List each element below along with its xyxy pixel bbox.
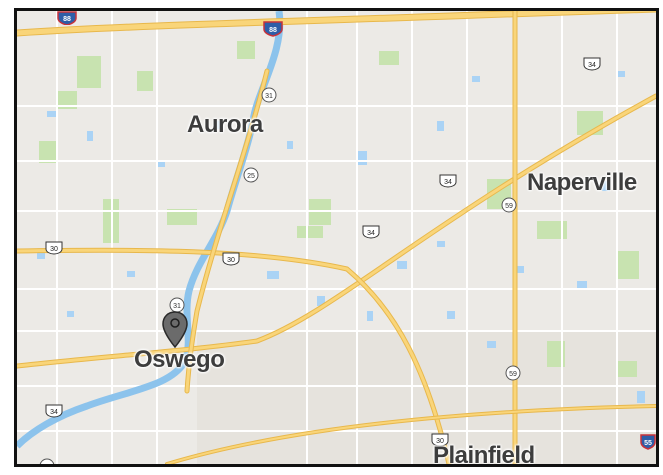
local-roads: [17, 11, 656, 464]
map-basemap: [17, 11, 656, 464]
shield-il71: 71: [43, 464, 51, 467]
us-route-shield-icon: 34: [45, 404, 63, 418]
city-label-aurora: Aurora: [187, 111, 263, 138]
highways: [17, 11, 656, 464]
interstate-shield-icon: 88: [263, 21, 283, 37]
interstate-shield-icon: 88: [57, 11, 77, 25]
shield-us30-west: 30: [50, 246, 58, 253]
us-route-shield-icon: 34: [583, 57, 601, 71]
shield-il31-north: 31: [265, 93, 273, 100]
shield-i55: 55: [644, 440, 652, 447]
map-canvas[interactable]: 88 88 55 31 25 59 59 31 71 34 34 34 34 3…: [14, 8, 659, 467]
shield-us34-mid: 34: [367, 230, 375, 237]
state-route-shield-icon: 59: [501, 197, 517, 213]
shield-us30-mid: 30: [227, 257, 235, 264]
ponds: [37, 71, 645, 403]
state-route-shield-icon: 31: [261, 87, 277, 103]
state-route-shield-icon: 31: [169, 297, 185, 313]
city-label-plainfield: Plainfield: [433, 442, 535, 467]
us-route-shield-icon: 30: [222, 252, 240, 266]
shield-us34-center: 34: [444, 179, 452, 186]
shield-us34-northeast: 34: [588, 62, 596, 69]
shield-il59-south: 59: [509, 371, 517, 378]
us-route-shield-icon: 30: [431, 433, 449, 447]
shield-il31-oswego: 31: [173, 303, 181, 310]
shield-il25: 25: [247, 173, 255, 180]
us-route-shield-icon: 34: [439, 174, 457, 188]
shield-i88-mid: 88: [269, 27, 277, 34]
city-label-oswego: Oswego: [134, 346, 225, 373]
us-route-shield-icon: 30: [45, 241, 63, 255]
state-route-shield-icon: 25: [243, 167, 259, 183]
state-route-shield-icon: 71: [39, 458, 55, 467]
us-route-shield-icon: 34: [362, 225, 380, 239]
map-pin-icon[interactable]: [162, 311, 188, 349]
shield-us30-south: 30: [436, 438, 444, 445]
state-route-shield-icon: 59: [505, 365, 521, 381]
interstate-shield-icon: 55: [640, 434, 656, 450]
shield-il59-north: 59: [505, 203, 513, 210]
city-label-naperville: Naperville: [527, 169, 637, 196]
shield-us34-southwest: 34: [50, 409, 58, 416]
shield-i88-top: 88: [63, 16, 71, 23]
